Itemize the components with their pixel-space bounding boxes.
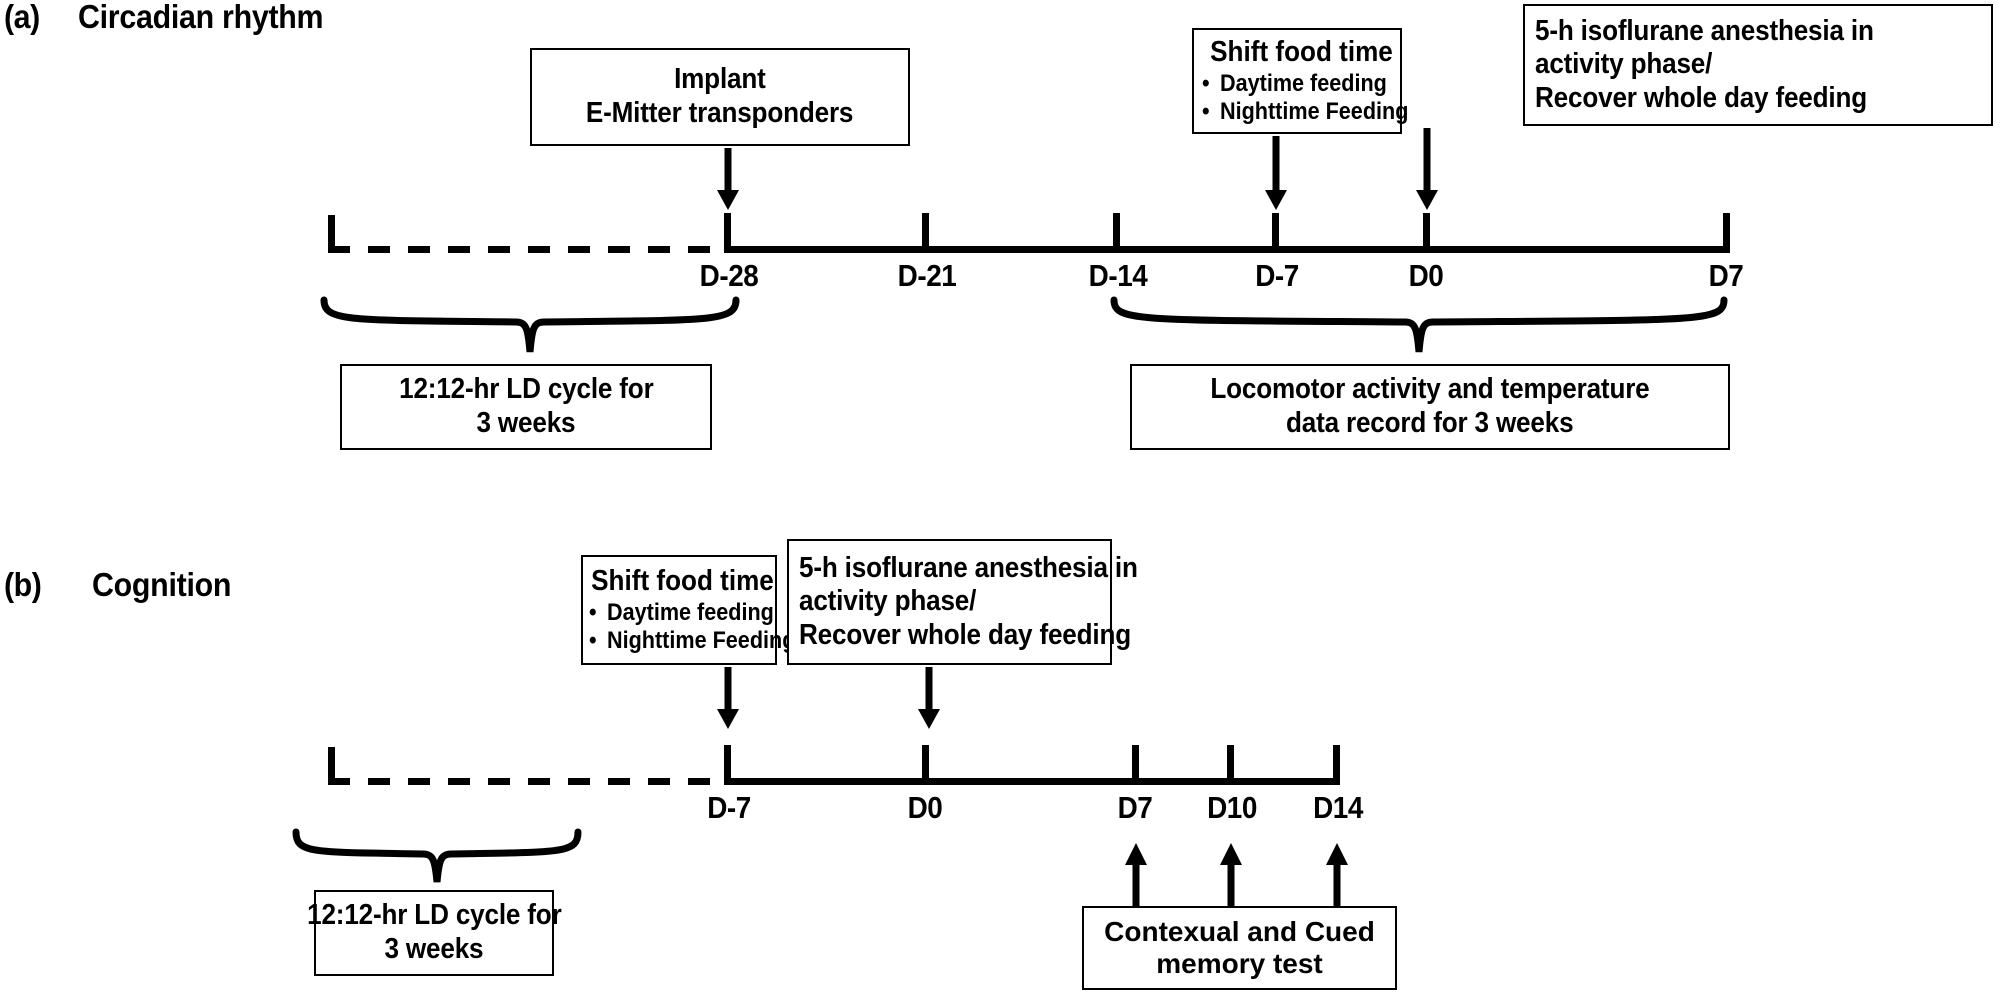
memory-test-box-line-1: Contexual and Cued — [1104, 915, 1375, 947]
timeline-b-tick-d10 — [1227, 745, 1234, 781]
timeline-a-label-d7: D7 — [1708, 258, 1744, 293]
timeline-a-dashed-lead-in — [328, 246, 728, 253]
shift-food-time-box-a: Shift food time • Daytime feeding • Nigh… — [1192, 28, 1408, 134]
ld-cycle-box-b-line-1: 12:12-hr LD cycle for — [306, 899, 562, 932]
locomotor-record-box-a-line-1: Locomotor activity and temperature — [1210, 373, 1650, 406]
anesthesia-arrow-down-icon-b — [918, 667, 940, 729]
timeline-a-label-d-7: D-7 — [1255, 258, 1299, 293]
timeline-a-label-d0: D0 — [1408, 258, 1444, 293]
timeline-a-label-d-21: D-21 — [897, 258, 957, 293]
brace-locomotor-a — [1110, 296, 1728, 353]
anesthesia-box-a-line-2: activity phase/ — [1535, 48, 1713, 81]
bullet-dot-icon: • — [1202, 69, 1210, 97]
shift-bullet-a-2-label: Nighttime Feeding — [1220, 98, 1409, 126]
brace-ld-cycle-a — [320, 296, 740, 353]
timeline-a-tick-d7 — [1723, 213, 1730, 249]
brace-ld-cycle-b — [292, 828, 582, 883]
anesthesia-box-a: 5-h isoflurane anesthesia in activity ph… — [1523, 4, 1993, 126]
shift-food-arrow-down-icon-b — [717, 667, 739, 729]
shift-bullet-b-1: • Daytime feeding — [589, 599, 774, 628]
anesthesia-box-b-line-2: activity phase/ — [799, 585, 977, 618]
implant-box-line-2: E-Mitter transponders — [586, 97, 854, 129]
timeline-b-label-d10: D10 — [1207, 790, 1257, 825]
timeline-b-left-endcap — [328, 747, 335, 785]
panel-b-tag: (b) — [4, 566, 42, 603]
implant-box-line-1: Implant — [674, 63, 766, 96]
locomotor-record-box-a-line-2: data record for 3 weeks — [1286, 407, 1574, 439]
shift-food-time-box-b: Shift food time • Daytime feeding • Nigh… — [581, 555, 795, 665]
shift-bullet-b-2: • Nighttime Feeding — [589, 627, 795, 656]
timeline-b-tick-d0 — [922, 745, 929, 781]
timeline-b-axis — [724, 778, 1340, 785]
shift-bullet-b-2-label: Nighttime Feeding — [607, 627, 796, 655]
memory-test-box: Contexual and Cued memory test — [1082, 906, 1397, 990]
locomotor-record-box-a: Locomotor activity and temperature data … — [1130, 364, 1730, 450]
timeline-b-label-d0: D0 — [907, 790, 943, 825]
timeline-a-tick-d0 — [1423, 213, 1430, 249]
shift-bullet-a-1: • Daytime feeding — [1202, 70, 1387, 99]
timeline-b-tick-d-7 — [724, 745, 731, 781]
panel-a-title: Circadian rhythm — [78, 0, 324, 35]
timeline-b-label-d14: D14 — [1313, 790, 1363, 825]
panel-a-tag: (a) — [4, 0, 40, 35]
timeline-a-label-d-28: D-28 — [699, 258, 759, 293]
timeline-a-tick-d-28 — [724, 213, 731, 249]
bullet-dot-icon: • — [589, 598, 597, 626]
timeline-a-tick-d-14 — [1113, 213, 1120, 249]
anesthesia-box-b-line-3: Recover whole day feeding — [799, 618, 1132, 651]
ld-cycle-box-a-line-1: 12:12-hr LD cycle for — [398, 373, 654, 406]
timeline-a-label-d-14: D-14 — [1088, 258, 1148, 293]
bullet-dot-icon: • — [1202, 98, 1210, 126]
anesthesia-box-a-line-1: 5-h isoflurane anesthesia in — [1535, 14, 1874, 47]
timeline-b-label-d7: D7 — [1117, 790, 1153, 825]
anesthesia-box-a-line-3: Recover whole day feeding — [1535, 81, 1868, 114]
anesthesia-box-b: 5-h isoflurane anesthesia in activity ph… — [787, 539, 1138, 665]
memory-test-box-line-2: memory test — [1156, 948, 1323, 979]
ld-cycle-box-a-line-2: 3 weeks — [476, 407, 576, 439]
timeline-a-tick-d-7 — [1272, 213, 1279, 249]
timeline-b-tick-d7 — [1132, 745, 1139, 781]
timeline-a-axis — [724, 246, 1730, 253]
timeline-a-left-endcap — [328, 215, 335, 253]
shift-bullet-a-1-label: Daytime feeding — [1220, 69, 1387, 97]
ld-cycle-box-a: 12:12-hr LD cycle for 3 weeks — [340, 364, 712, 450]
timeline-a-tick-d-21 — [922, 213, 929, 249]
shift-food-time-title-a: Shift food time — [1209, 35, 1393, 68]
ld-cycle-box-b-line-2: 3 weeks — [384, 933, 484, 965]
shift-food-arrow-down-icon-a — [1265, 136, 1287, 210]
shift-bullet-b-1-label: Daytime feeding — [607, 598, 774, 626]
shift-bullet-a-2: • Nighttime Feeding — [1202, 98, 1408, 127]
implant-box: Implant E-Mitter transponders — [530, 48, 910, 146]
timeline-b-label-d-7: D-7 — [707, 790, 751, 825]
timeline-b-dashed-lead-in — [328, 778, 728, 785]
ld-cycle-box-b: 12:12-hr LD cycle for 3 weeks — [307, 890, 561, 976]
implant-arrow-down-icon — [717, 148, 739, 210]
bullet-dot-icon: • — [589, 627, 597, 655]
anesthesia-box-b-line-1: 5-h isoflurane anesthesia in — [799, 551, 1138, 584]
panel-b-title: Cognition — [92, 566, 232, 603]
shift-food-time-title-b: Shift food time — [590, 564, 774, 597]
anesthesia-arrow-down-icon-a — [1416, 128, 1438, 210]
timeline-b-tick-d14 — [1333, 745, 1340, 781]
